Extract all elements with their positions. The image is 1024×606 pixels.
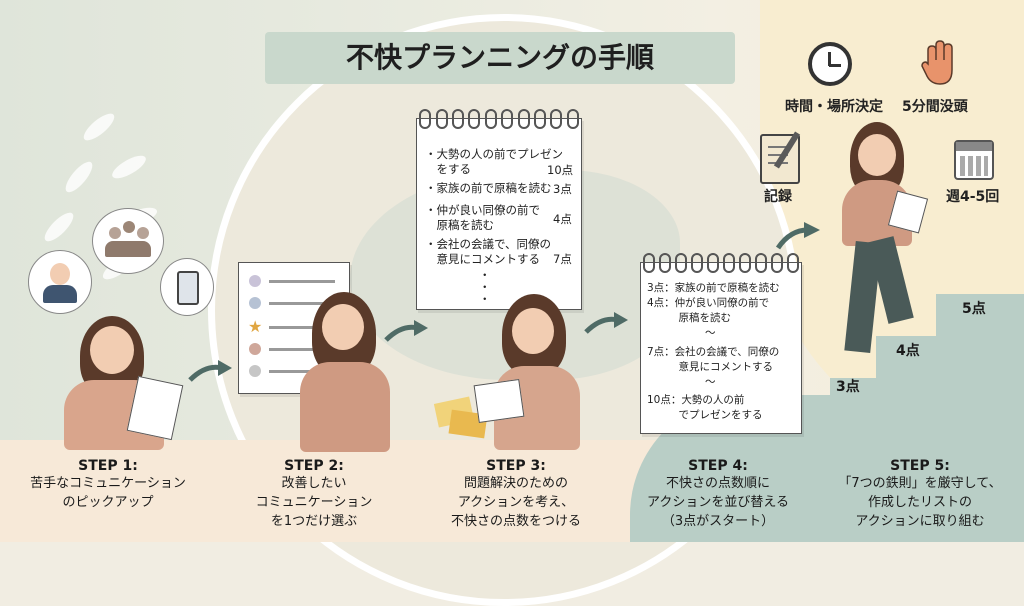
- step4-line: 〜: [705, 327, 716, 339]
- step3-item-text: ・会社の会議で、同僚の 意見にコメントする: [425, 237, 552, 266]
- step3-caption: STEP 3: 問題解決のための アクションを考え、 不快さの点数をつける: [418, 458, 614, 531]
- step5-illustration: [832, 122, 932, 372]
- step-label: STEP 2:: [284, 458, 344, 474]
- arrow-icon: [584, 312, 628, 334]
- stair-label: 3点: [836, 379, 860, 395]
- step-text: 改善したい コミュニケーション を1つだけ選ぶ: [255, 476, 373, 529]
- step4-line: 7点：会社の会議で、同僚の 意見にコメントする: [647, 346, 780, 373]
- stair-step: [876, 336, 1024, 380]
- step3-item-score: 7点: [553, 252, 572, 266]
- step1-caption: STEP 1: 苦手なコミュニケーション のピックアップ: [10, 458, 206, 512]
- step3-item-score: 3点: [553, 182, 572, 196]
- step-text: 苦手なコミュニケーション のピックアップ: [30, 476, 186, 510]
- step-label: STEP 1:: [78, 458, 138, 474]
- page-title: 不快プランニングの手順: [345, 41, 654, 74]
- smartphone-icon: [160, 258, 214, 316]
- step-text: 問題解決のための アクションを考え、 不快さの点数をつける: [450, 476, 581, 529]
- step3-item-score: 10点: [547, 163, 574, 177]
- stair-step: [830, 378, 1024, 442]
- notepad-rings: [641, 253, 801, 273]
- calendar-icon: [954, 140, 994, 180]
- step3-ellipsis: ・ ・ ・: [479, 268, 491, 306]
- clock-icon: [808, 42, 852, 86]
- arrow-icon: [384, 320, 428, 342]
- step-text: 不快さの点数順に アクションを並び替える （3点がスタート）: [647, 476, 789, 529]
- step2-caption: STEP 2: 改善したい コミュニケーション を1つだけ選ぶ: [216, 458, 412, 531]
- group-people-icon: [92, 208, 164, 274]
- step3-notepad: ・大勢の人の前でプレゼン をする 10点 ・家族の前で原稿を読む 3点 ・仲が良…: [416, 109, 582, 310]
- step-label: STEP 3:: [486, 458, 546, 474]
- stair-step: [936, 294, 1024, 338]
- step3-item-score: 4点: [553, 212, 572, 226]
- stair-label: 4点: [896, 343, 920, 359]
- step3-item-text: ・大勢の人の前でプレゼン をする: [425, 147, 563, 176]
- step-label: STEP 4:: [688, 458, 748, 474]
- notepad-icon: [126, 375, 184, 441]
- hand-icon: [920, 40, 960, 86]
- step4-caption: STEP 4: 不快さの点数順に アクションを並び替える （3点がスタート）: [620, 458, 816, 531]
- notepad-icon: [473, 378, 525, 424]
- step-text: 「7つの鉄則」を厳守して、 作成したリストの アクションに取り組む: [838, 476, 1002, 529]
- step3-illustration: [430, 290, 590, 450]
- step3-item-text: ・家族の前で原稿を読む: [425, 181, 552, 195]
- arrow-icon: [188, 360, 232, 382]
- step4-line: 10点：大勢の人の前 でプレゼンをする: [647, 394, 763, 421]
- step4-line: 3点：家族の前で原稿を読む: [647, 282, 780, 294]
- step4-line: 4点：仲が良い同僚の前で 原稿を読む: [647, 297, 770, 324]
- step2-illustration: ★: [238, 262, 390, 452]
- boss-icon: [28, 250, 92, 314]
- arrow-icon: [776, 222, 820, 250]
- stair-label: 5点: [962, 301, 986, 317]
- rule-label: 5分間没頭: [902, 99, 968, 115]
- step-label: STEP 5:: [890, 458, 950, 474]
- step3-item-text: ・仲が良い同僚の前で 原稿を読む: [425, 203, 540, 232]
- step5-caption: STEP 5: 「7つの鉄則」を厳守して、 作成したリストの アクションに取り組…: [820, 458, 1020, 531]
- rule-label: 週4-5回: [946, 189, 1000, 205]
- rule-label: 時間・場所決定: [785, 99, 883, 115]
- step4-notepad: 3点：家族の前で原稿を読む 4点：仲が良い同僚の前で 原稿を読む 〜 7点：会社…: [640, 253, 802, 434]
- notebook-pen-icon: [760, 131, 801, 184]
- title-band: [265, 32, 735, 84]
- star-icon: ★: [248, 317, 263, 336]
- step1-illustration: [20, 208, 214, 450]
- rule-label: 記録: [764, 189, 792, 205]
- notepad-rings: [417, 109, 581, 129]
- step4-line: 〜: [705, 376, 716, 388]
